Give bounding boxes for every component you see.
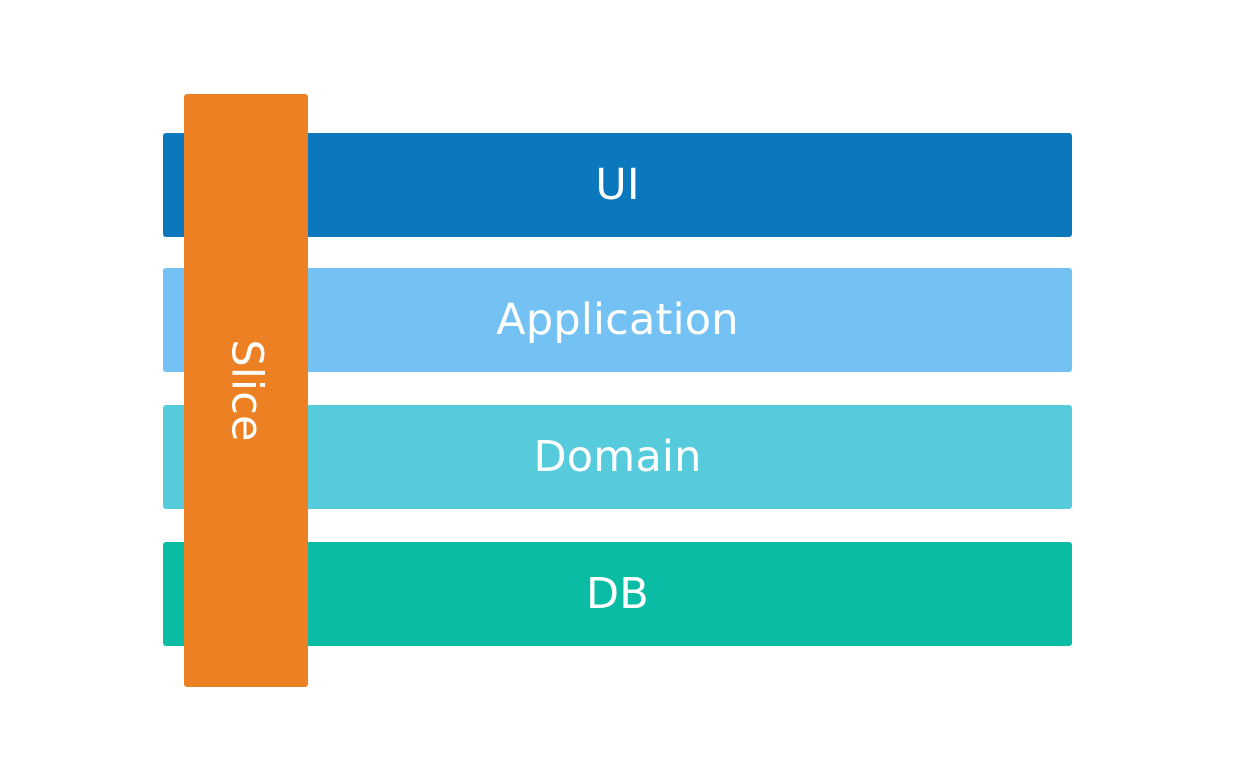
layer-bar-application-label: Application <box>496 294 739 345</box>
layer-bar-domain-label: Domain <box>533 431 702 482</box>
layer-bar-application[interactable]: Application <box>163 268 1072 372</box>
layer-bar-domain[interactable]: Domain <box>163 405 1072 509</box>
layer-bar-ui[interactable]: UI <box>163 133 1072 237</box>
layer-bar-db[interactable]: DB <box>163 542 1072 646</box>
vertical-slice-label: Slice <box>221 339 272 442</box>
vertical-slice-band[interactable]: Slice <box>184 94 308 687</box>
layer-bar-ui-label: UI <box>595 159 640 210</box>
layer-bar-db-label: DB <box>585 568 649 619</box>
